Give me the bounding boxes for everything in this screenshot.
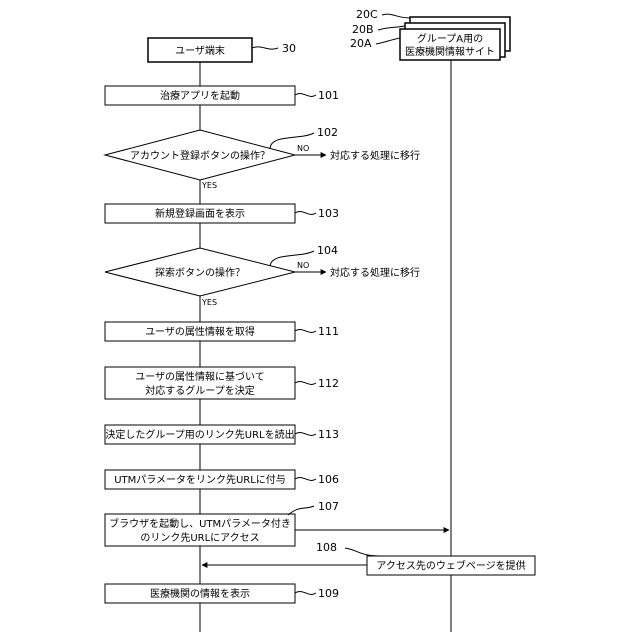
- user-terminal-actor: ユーザ端末 30: [148, 38, 296, 62]
- step-103: 新規登録画面を表示 103: [105, 204, 339, 223]
- ref-20a: 20A: [350, 37, 372, 50]
- ref-104: 104: [317, 244, 338, 257]
- site-actor: グループA用の 医療機関情報サイト 20C 20B 20A: [350, 8, 510, 60]
- ref-112: 112: [318, 377, 339, 390]
- ref-113: 113: [318, 428, 339, 441]
- ref-106: 106: [318, 473, 339, 486]
- step-111: ユーザの属性情報を取得 111: [105, 322, 339, 341]
- no-action-102: 対応する処理に移行: [330, 149, 420, 162]
- ref-107: 107: [318, 500, 339, 513]
- ref-102: 102: [317, 126, 338, 139]
- ref-20c: 20C: [356, 8, 378, 21]
- ref-101: 101: [318, 89, 339, 102]
- no-label-102: NO: [297, 144, 309, 153]
- step-101: 治療アプリを起動 101: [105, 86, 339, 105]
- step-108-text: アクセス先のウェブページを提供: [376, 559, 525, 572]
- site-label-line1: グループA用の: [417, 32, 483, 45]
- user-terminal-label: ユーザ端末: [175, 44, 225, 57]
- step-113: 決定したグループ用のリンク先URLを読出 113: [105, 425, 339, 444]
- step-112: ユーザの属性情報に基づいて 対応するグループを決定 112: [105, 367, 339, 399]
- site-label-line2: 医療機関情報サイト: [405, 45, 495, 58]
- step-103-text: 新規登録画面を表示: [155, 207, 245, 220]
- ref-111: 111: [318, 325, 339, 338]
- step-102-text: アカウント登録ボタンの操作？: [130, 149, 270, 162]
- step-113-text: 決定したグループ用のリンク先URLを読出: [105, 428, 294, 441]
- step-112-text-line1: ユーザの属性情報に基づいて: [135, 370, 265, 383]
- yes-label-102: YES: [201, 181, 217, 190]
- step-107: ブラウザを起動し、UTMパラメータ付き のリンク先URLにアクセス 107: [105, 500, 449, 546]
- step-109: 医療機関の情報を表示 109: [105, 584, 339, 603]
- step-112-text-line2: 対応するグループを決定: [145, 384, 254, 397]
- yes-label-104: YES: [201, 298, 217, 307]
- step-111-text: ユーザの属性情報を取得: [145, 325, 255, 338]
- ref-30: 30: [282, 42, 296, 55]
- step-104-text: 探索ボタンの操作？: [155, 266, 245, 279]
- no-label-104: NO: [297, 261, 309, 270]
- step-104: 探索ボタンの操作？ NO 対応する処理に移行 YES 104: [105, 244, 420, 307]
- ref-109: 109: [318, 587, 339, 600]
- step-107-text-line2: のリンク先URLにアクセス: [140, 532, 259, 544]
- no-action-104: 対応する処理に移行: [330, 266, 420, 279]
- ref-108: 108: [316, 541, 337, 554]
- step-102: アカウント登録ボタンの操作？ NO 対応する処理に移行 YES 102: [105, 126, 420, 190]
- step-101-text: 治療アプリを起動: [160, 89, 240, 102]
- step-106-text: UTMパラメータをリンク先URLに付与: [114, 473, 286, 486]
- step-109-text: 医療機関の情報を表示: [150, 587, 250, 600]
- step-106: UTMパラメータをリンク先URLに付与 106: [105, 470, 339, 489]
- step-107-text-line1: ブラウザを起動し、UTMパラメータ付き: [109, 517, 291, 530]
- ref-103: 103: [318, 207, 339, 220]
- ref-20b: 20B: [352, 23, 374, 36]
